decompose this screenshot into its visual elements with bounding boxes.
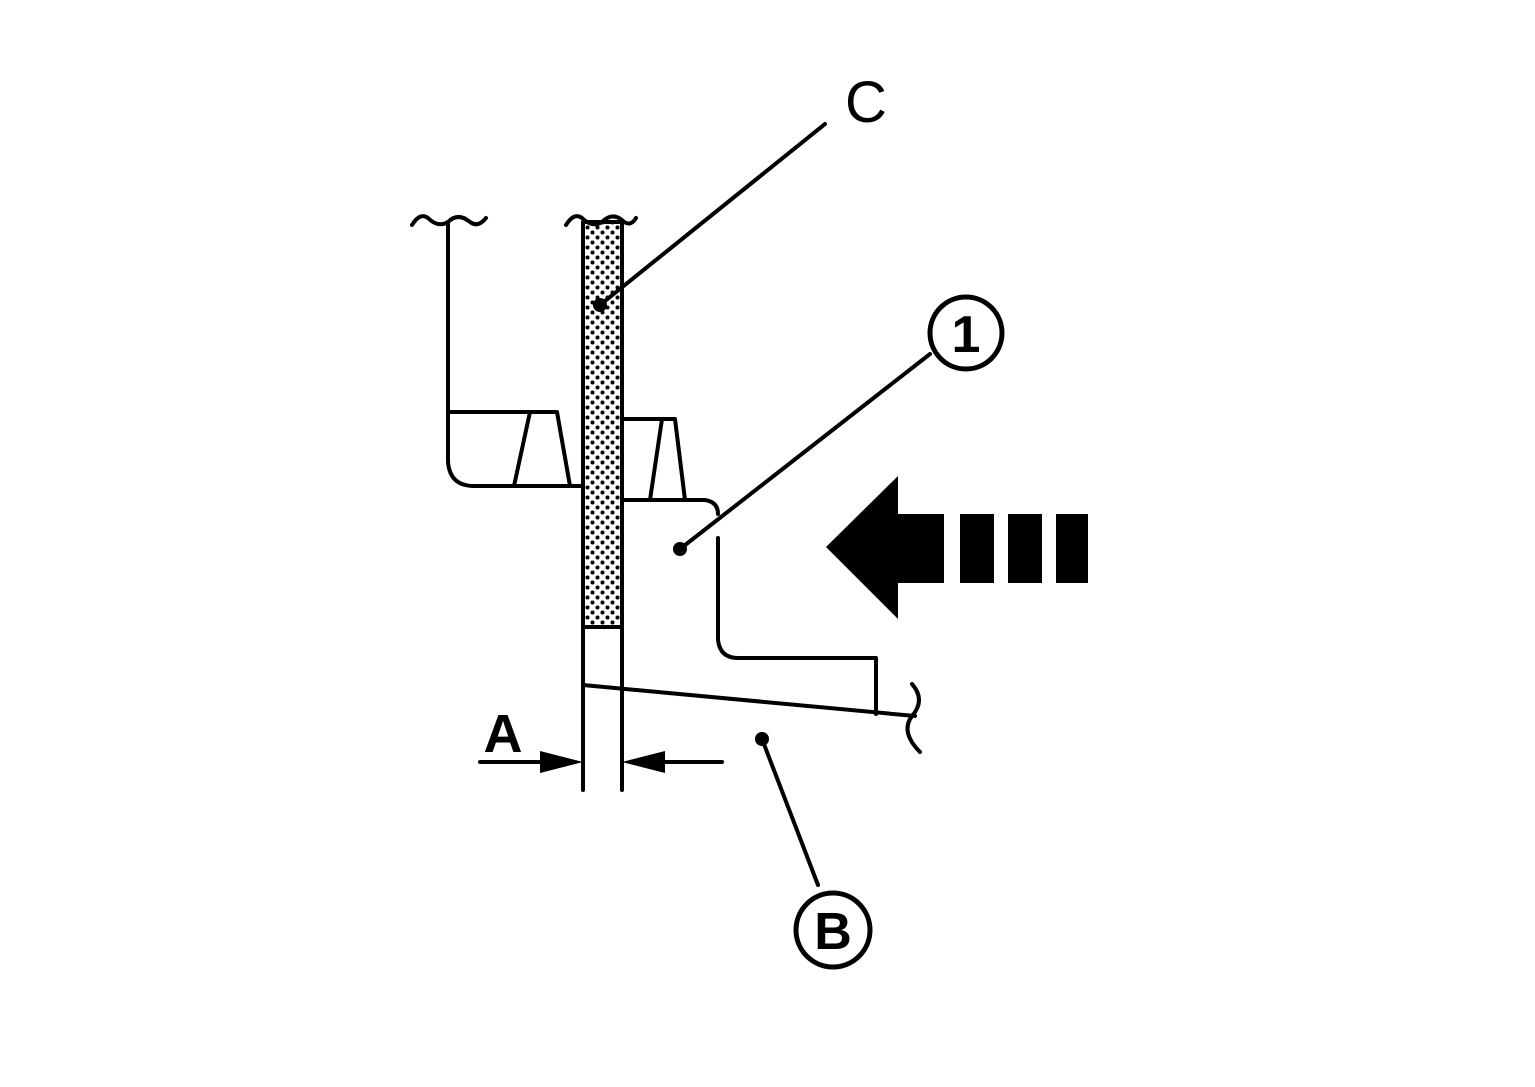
callout-circle-b [793,890,873,970]
leader-line-1 [678,352,932,551]
leader-line-b [760,737,820,887]
label-c: C [845,70,887,135]
label-b: B [814,903,852,961]
surface-b-outline [581,682,922,754]
dimension-a-arrowheads [540,751,665,773]
leader-dot-b [755,732,769,746]
label-a: A [484,704,523,764]
callout-circle-1 [927,294,1005,372]
part-1-outline [620,417,878,716]
plate-c [564,214,638,629]
label-1: 1 [952,306,981,364]
left-housing-outline [410,214,585,488]
leader-dot-1 [673,542,687,556]
leader-dots [593,298,769,746]
dashed-left-arrow-icon [826,476,1088,619]
leader-dot-c [593,298,607,312]
leader-line-c [598,122,827,307]
plate-lower-lines [581,625,624,792]
